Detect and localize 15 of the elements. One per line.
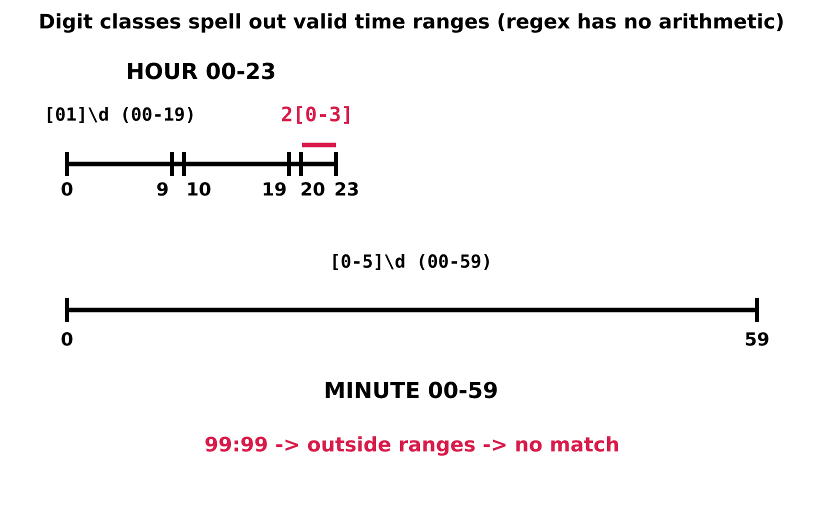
tick-label: 19 [264,182,286,196]
title: Digit classes spell out valid time ranges (regex has no arithmetic) [40,13,783,33]
tick-label: 20 [302,182,324,196]
regex-label: [0-5]\d (00-59) [333,254,489,270]
note-text: 99:99 -> outside ranges -> no match [206,436,618,456]
tick-label: 23 [336,182,358,196]
tick-label: 10 [188,182,210,196]
tick-label: 59 [746,332,768,346]
regex-label: 2[0-3] [282,106,349,124]
axis-title: MINUTE 00-59 [326,382,497,398]
tick-label: 9 [157,182,168,196]
regex-label: [01]\d (00-19) [48,106,192,124]
axis-title: HOUR 00-23 [128,62,274,80]
tick-label: 0 [62,182,72,196]
tick-label: 0 [62,332,72,346]
